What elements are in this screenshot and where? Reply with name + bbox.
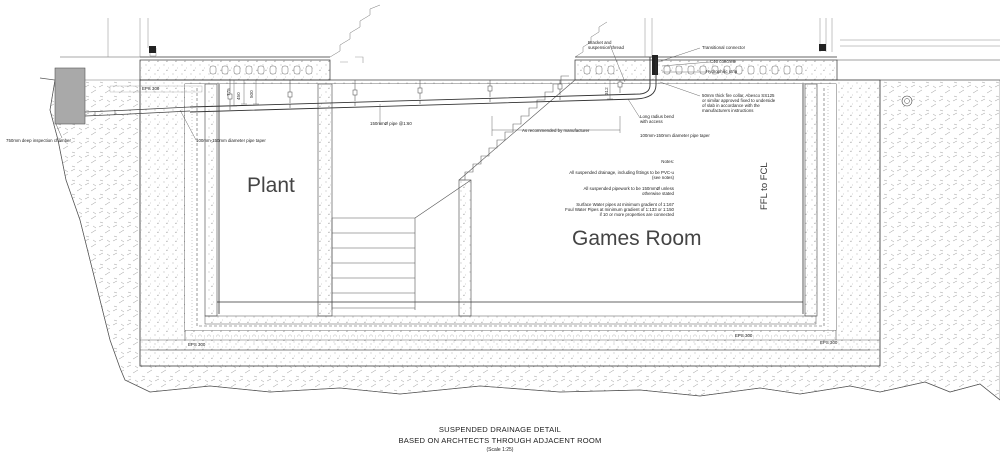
fire-collar-line: of slab in accordance with the (702, 103, 760, 109)
long-radius-bend-label: Long radius bend with access (640, 114, 674, 125)
bracket-label: Bracket and suspension thread (588, 40, 624, 51)
drawing-scale: (Scale 1:25) (486, 447, 514, 453)
note-line: (see notes) (652, 175, 674, 181)
room-label-plant: Plant (247, 174, 295, 197)
ground-floor-slab (60, 56, 1000, 93)
ffl-to-fcl-label: FFL to FCL (759, 162, 770, 210)
dim-775: 775 (226, 88, 231, 96)
room-label-games-room: Games Room (572, 227, 702, 250)
as-recommended-label: As recommended by manufacturer (522, 128, 590, 133)
eps-label-top: EPS 300 (142, 86, 160, 91)
fire-collar-line: 50mm thick fire collar, Abesco SS125 (702, 93, 775, 98)
upper-structure (107, 4, 1000, 58)
note-line: otherwise stated (642, 191, 674, 197)
note-line: Surface Water pipes at minimum gradient … (576, 202, 674, 208)
dim-500: 500 (249, 90, 254, 98)
c40-concrete-label: C40 concrete (710, 59, 737, 64)
ground-hatch (39, 77, 1000, 401)
hydrophilic-strip-label: Hydrophilic strip (706, 69, 738, 74)
suspended-pipe (189, 57, 657, 113)
dim-450: 450 (236, 92, 241, 100)
note-line: Foul Water Pipes at minimum gradient of … (565, 207, 674, 213)
inspection-chamber (54, 67, 191, 139)
fire-collar-line: manufacturers instructions (702, 108, 754, 114)
pipe-taper-right-label: 100mm-150mm diameter pipe taper (640, 133, 710, 138)
pipe-hangers (227, 80, 623, 105)
inspection-chamber-label: 750mm deep inspection chamber (6, 138, 71, 143)
pipe-taper-left-label: 100mm-150mm diameter pipe taper (196, 138, 266, 143)
note-line: All suspended drainage, including fittin… (569, 170, 674, 176)
drawing-subtitle: BASED ON ARCHTECTS THROUGH ADJACENT ROOM (398, 436, 602, 445)
eps-label-bottom-left: EPS 300 (188, 342, 206, 347)
notes-heading: Notes: (661, 159, 674, 164)
posts-black (149, 44, 826, 75)
basement-structure (139, 79, 881, 367)
dim-312: 312 (604, 87, 609, 95)
fire-collar-note: 50mm thick fire collar, Abesco SS125 or … (702, 93, 775, 113)
eps-label-bottom-right: EPS 300 (820, 340, 838, 345)
eps-label-bottom-mid: EPS 300 (735, 333, 753, 338)
note-line: All suspended pipework to be 150mmØ unle… (583, 186, 674, 192)
dimension-lines (179, 44, 711, 141)
pipe-circle (901, 95, 913, 107)
pipe-gradient-label: 150mmØ pipe @1:60 (370, 121, 412, 126)
note-line: if 10 or more properties are connected (599, 212, 674, 218)
transitional-connector-label: Transitional connector (702, 45, 746, 50)
fire-collar-line: or similar approved fixed to underside (702, 98, 776, 104)
notes-block: Notes: All suspended drainage, including… (560, 159, 674, 218)
drawing-title: SUSPENDED DRAINAGE DETAIL (438, 425, 562, 434)
